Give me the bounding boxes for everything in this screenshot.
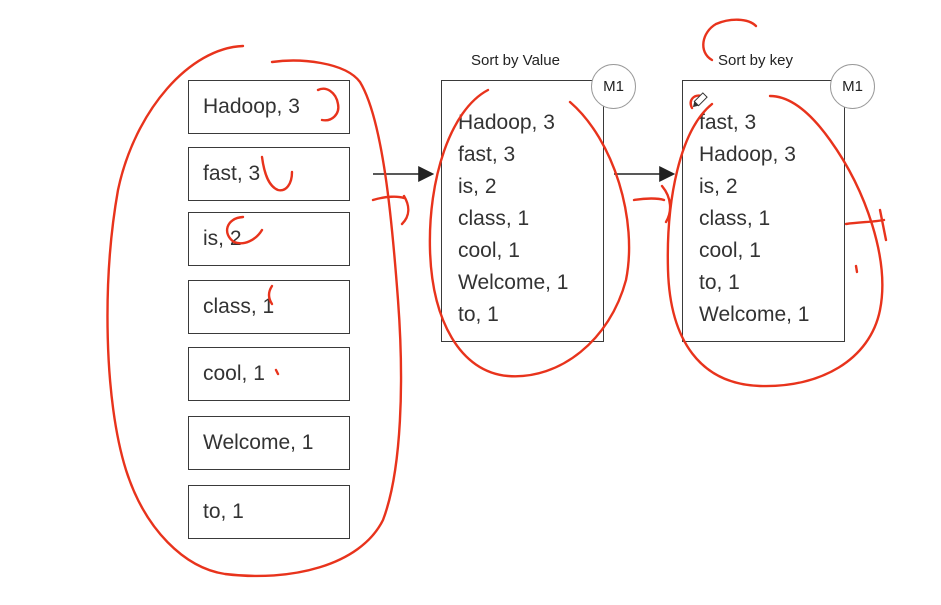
node-badge-m1-key: M1 (830, 64, 875, 109)
annotation-arrow-stroke (632, 184, 672, 224)
list-item: cool, 1 (458, 239, 520, 262)
list-item: is, 2 (458, 175, 497, 198)
input-box-is: is, 2 (188, 212, 350, 266)
list-item: to, 1 (458, 303, 499, 326)
input-box-label: Hadoop, 3 (203, 95, 300, 118)
list-item: is, 2 (699, 175, 738, 198)
input-box-fast: fast, 3 (188, 147, 350, 201)
sort-by-key-box: fast, 3 Hadoop, 3 is, 2 class, 1 cool, 1… (682, 80, 845, 342)
input-box-welcome: Welcome, 1 (188, 416, 350, 470)
input-box-label: cool, 1 (203, 362, 265, 385)
sort-by-key-list: fast, 3 Hadoop, 3 is, 2 class, 1 cool, 1… (699, 107, 810, 331)
annotation-mark (854, 264, 859, 274)
list-item: Welcome, 1 (699, 303, 810, 326)
input-box-label: class, 1 (203, 295, 275, 318)
list-item: class, 1 (699, 207, 771, 230)
list-item: to, 1 (699, 271, 740, 294)
sort-by-value-box: Hadoop, 3 fast, 3 is, 2 class, 1 cool, 1… (441, 80, 604, 342)
list-item: Hadoop, 3 (699, 143, 796, 166)
sort-by-key-title: Sort by key (718, 52, 794, 69)
input-box-cool: cool, 1 (188, 347, 350, 401)
node-badge-m1-value: M1 (591, 64, 636, 109)
annotation-arrow-stroke (371, 194, 410, 226)
list-item: cool, 1 (699, 239, 761, 262)
input-box-label: fast, 3 (203, 162, 261, 185)
input-box-class: class, 1 (188, 280, 350, 334)
input-box-label: Welcome, 1 (203, 431, 314, 454)
input-box-to: to, 1 (188, 485, 350, 539)
sort-by-value-title: Sort by Value (471, 52, 560, 69)
list-item: class, 1 (458, 207, 530, 230)
list-item: fast, 3 (699, 111, 757, 134)
input-box-label: to, 1 (203, 500, 244, 523)
annotation-arrow-stroke (844, 208, 888, 242)
list-item: fast, 3 (458, 143, 516, 166)
input-box-label: is, 2 (203, 227, 242, 250)
list-item: Welcome, 1 (458, 271, 569, 294)
sort-by-value-list: Hadoop, 3 fast, 3 is, 2 class, 1 cool, 1… (458, 107, 569, 331)
input-box-hadoop: Hadoop, 3 (188, 80, 350, 134)
list-item: Hadoop, 3 (458, 111, 555, 134)
